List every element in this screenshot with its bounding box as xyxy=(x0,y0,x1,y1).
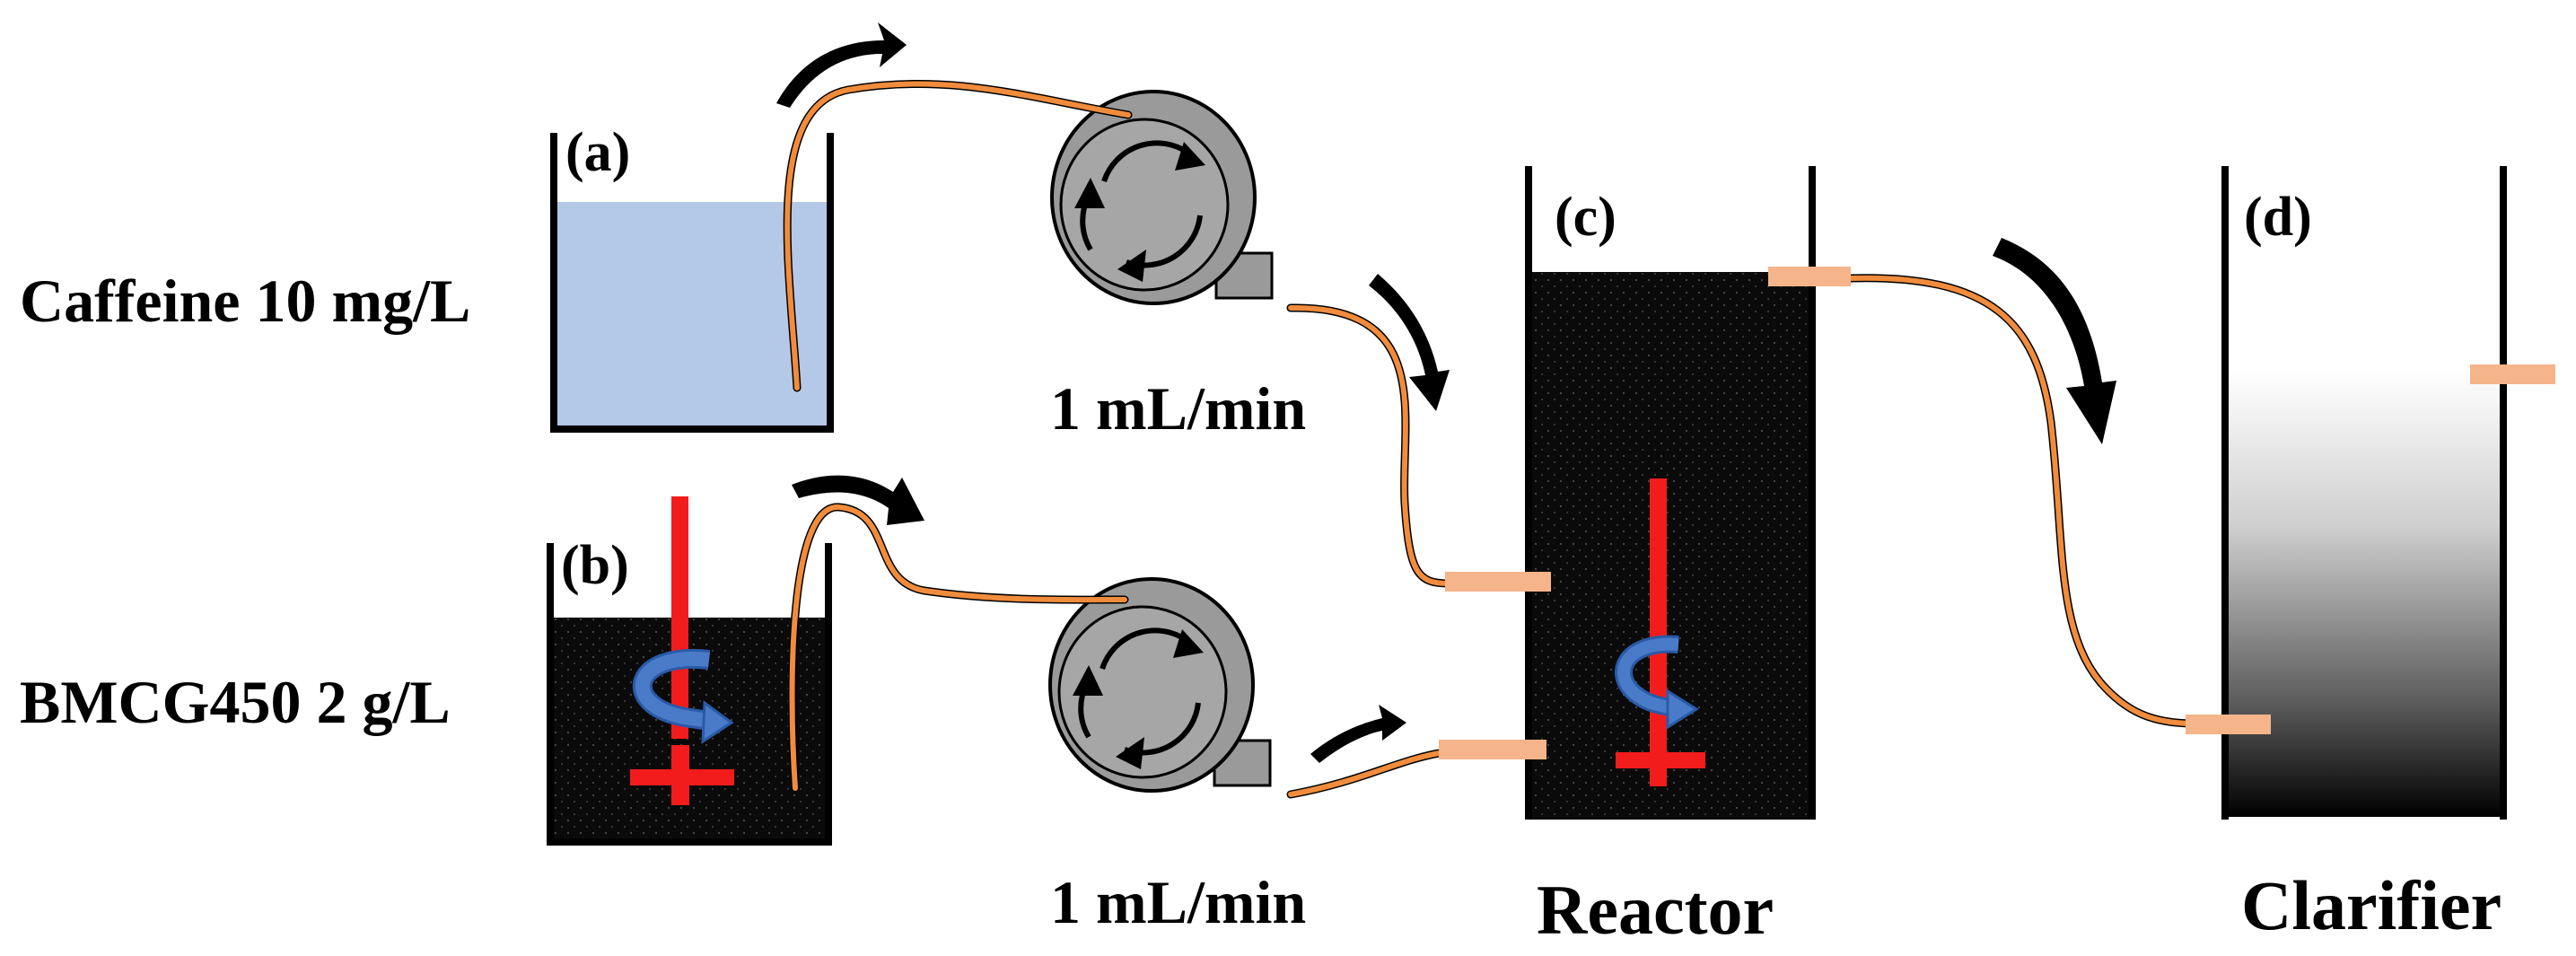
flow-rate-top-label: 1 mL/min xyxy=(1050,374,1306,443)
caffeine-feed-label: Caffeine 10 mg/L xyxy=(20,267,470,335)
flow-arrow-tank-a-to-pump xyxy=(776,22,907,108)
rotation-arrowhead-b xyxy=(701,700,734,744)
stirrer-shaft-b xyxy=(671,496,688,739)
flow-rate-bottom-label: 1 mL/min xyxy=(1050,868,1306,936)
stirrer-impeller-b xyxy=(630,745,734,805)
reactor-outlet-port xyxy=(1768,267,1851,286)
peristaltic-pump-top xyxy=(1052,92,1272,303)
adsorbent-slurry-tank xyxy=(547,496,832,846)
tubing xyxy=(783,79,2195,799)
clarifier-inlet-port xyxy=(2186,715,2271,734)
flow-arrow-pump-bottom-to-reactor xyxy=(1310,705,1406,763)
clarifier-overflow-port xyxy=(2470,364,2555,384)
label-d: (d) xyxy=(2244,187,2312,248)
tube-reactor-to-clarifier xyxy=(1844,274,2195,728)
flow-arrow-pump-top-to-reactor xyxy=(1369,274,1450,411)
flow-arrows xyxy=(776,22,2116,763)
ports xyxy=(1439,267,2555,759)
clarifier-walls xyxy=(2221,166,2507,820)
flow-arrow-reactor-to-clarifier xyxy=(1993,238,2116,444)
flow-arrow-tank-b-to-pump xyxy=(792,475,924,525)
stirrer-impeller-c xyxy=(1616,727,1705,786)
adsorbent-dose-label: BMCG450 2 g/L xyxy=(20,668,451,736)
label-b: (b) xyxy=(561,535,629,596)
tank-a-walls xyxy=(550,133,834,433)
rotation-arrow-b-fill xyxy=(635,651,711,728)
peristaltic-pump-bottom xyxy=(1050,579,1270,791)
clarifier-contents xyxy=(2225,370,2503,817)
label-a: (a) xyxy=(565,122,630,183)
rotation-arrow-c-fill xyxy=(1617,637,1679,714)
reactor-inlet-port-top xyxy=(1445,572,1551,592)
reactor-label: Reactor xyxy=(1537,871,1774,949)
label-c: (c) xyxy=(1555,187,1617,248)
clarifier xyxy=(2221,166,2507,820)
reactor-inlet-port-bottom xyxy=(1439,740,1546,759)
rotation-arrowhead-c xyxy=(1666,688,1699,730)
reactor xyxy=(1525,166,1816,820)
stirrer-shaft-c xyxy=(1650,478,1667,730)
reactor-contents xyxy=(1529,272,1812,820)
tank-b-walls xyxy=(547,543,832,846)
clarifier-label: Clarifier xyxy=(2241,866,2502,944)
